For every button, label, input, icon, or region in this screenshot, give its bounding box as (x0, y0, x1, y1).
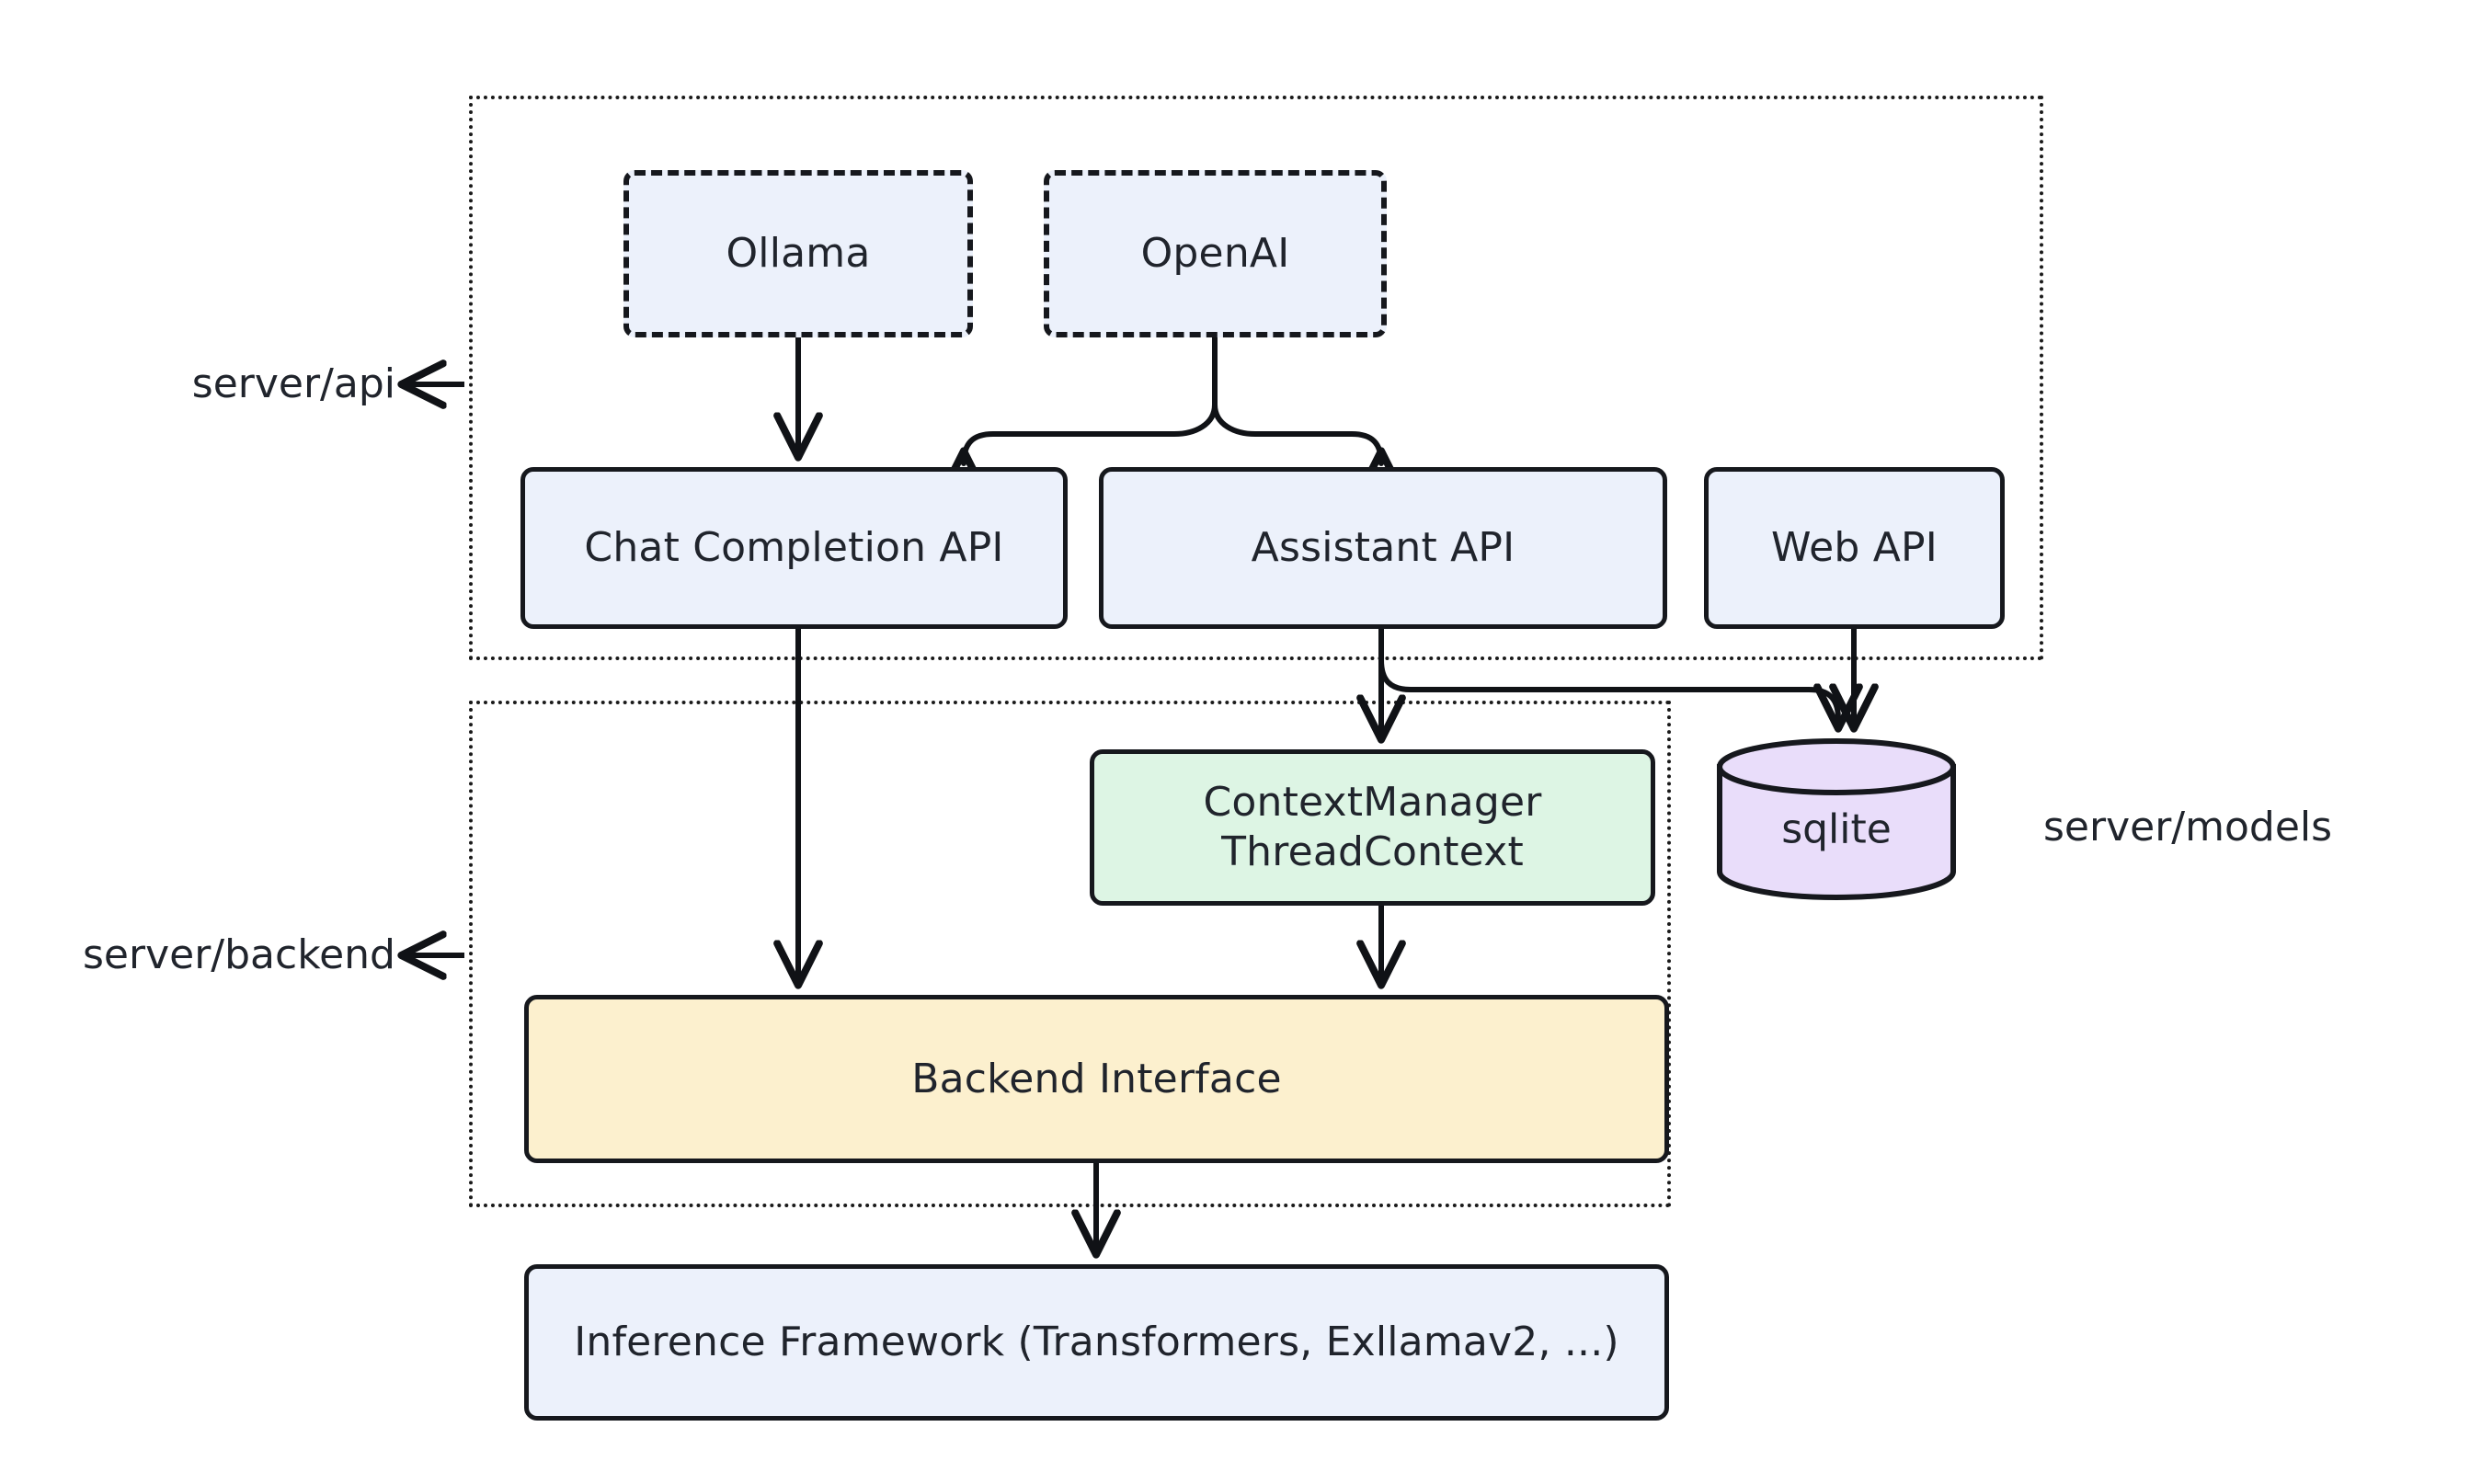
node-assistant-api[interactable]: Assistant API (1099, 467, 1667, 629)
node-sqlite[interactable]: sqlite (1717, 738, 1956, 900)
node-inference-framework-label: Inference Framework (Transformers, Exlla… (574, 1318, 1619, 1366)
cylinder-shape (1717, 738, 1956, 900)
group-server-api (469, 96, 2043, 660)
node-ollama-label: Ollama (726, 230, 871, 278)
node-ollama[interactable]: Ollama (623, 170, 973, 337)
node-web-api[interactable]: Web API (1704, 467, 2005, 629)
node-openai-label: OpenAI (1140, 230, 1290, 278)
node-assistant-api-label: Assistant API (1251, 524, 1515, 572)
node-web-api-label: Web API (1771, 524, 1938, 572)
node-context-manager-label-line1: ContextManager (1203, 779, 1542, 827)
node-inference-framework[interactable]: Inference Framework (Transformers, Exlla… (524, 1264, 1669, 1421)
node-backend-interface[interactable]: Backend Interface (524, 995, 1669, 1163)
group-server-backend (469, 701, 1671, 1207)
node-chat-completion-api[interactable]: Chat Completion API (520, 467, 1068, 629)
node-context-manager-label-line2: ThreadContext (1221, 828, 1524, 875)
node-backend-interface-label: Backend Interface (911, 1055, 1282, 1102)
label-server-api: server/api (191, 360, 395, 407)
node-context-manager[interactable]: ContextManager ThreadContext (1090, 749, 1655, 906)
label-server-models: server/models (2043, 804, 2333, 850)
node-chat-completion-api-label: Chat Completion API (584, 524, 1004, 572)
label-server-backend: server/backend (83, 931, 395, 978)
node-openai[interactable]: OpenAI (1044, 170, 1387, 337)
